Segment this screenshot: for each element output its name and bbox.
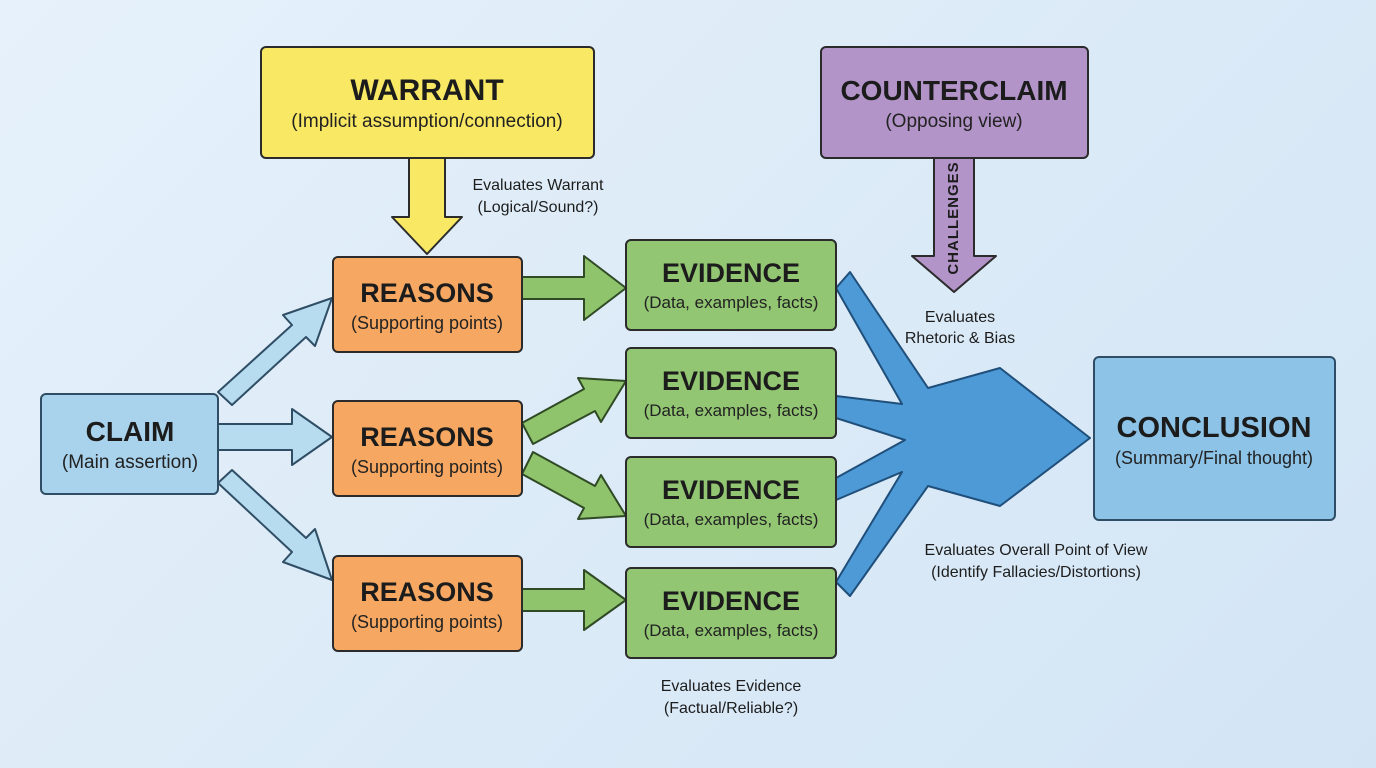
warrant-group: WARRANT (Implicit assumption/connection)	[260, 46, 595, 255]
claim-to-reasons-bottom-arrow	[217, 469, 333, 581]
annotation-evidence-eval: Evaluates Evidence (Factual/Reliable?)	[661, 678, 802, 717]
conclusion-box	[1093, 356, 1336, 521]
warrant-subtitle: (Implicit assumption/connection)	[291, 111, 562, 132]
reasons-node-2: REASONS (Supporting points)	[332, 400, 523, 497]
claim-to-reasons-top-arrow	[217, 297, 333, 406]
reasons1-to-evidence1-arrow	[521, 255, 627, 321]
warrant-down-arrow	[391, 157, 463, 255]
evidence-box	[625, 456, 837, 548]
reasons-node-3: REASONS (Supporting points)	[332, 555, 523, 652]
evidence-title: EVIDENCE	[662, 366, 800, 396]
reasons-subtitle: (Supporting points)	[351, 612, 503, 632]
annotation-line: Evaluates	[925, 309, 995, 326]
annotation-line: Evaluates Overall Point of View	[925, 542, 1148, 559]
claim-to-reasons-arrows	[217, 297, 333, 581]
reasons-to-evidence-arrows	[521, 255, 627, 631]
evidence-title: EVIDENCE	[662, 586, 800, 616]
annotation-line: Evaluates Evidence	[661, 678, 802, 695]
counterclaim-subtitle: (Opposing view)	[885, 111, 1022, 132]
evidence-subtitle: (Data, examples, facts)	[644, 621, 819, 640]
annotation-warrant-eval: Evaluates Warrant (Logical/Sound?)	[472, 177, 604, 216]
evidence-subtitle: (Data, examples, facts)	[644, 401, 819, 420]
evidence-title: EVIDENCE	[662, 258, 800, 288]
reasons2-to-evidence2-arrow	[521, 377, 627, 445]
conclusion-node: CONCLUSION (Summary/Final thought)	[1093, 356, 1336, 521]
reasons-box	[332, 555, 523, 652]
counterclaim-title: COUNTERCLAIM	[840, 75, 1067, 106]
challenges-down-arrow	[911, 157, 997, 293]
reasons-box	[332, 400, 523, 497]
evidence-node-1: EVIDENCE (Data, examples, facts)	[625, 239, 837, 331]
reasons2-to-evidence3-arrow	[521, 451, 627, 520]
annotation-rhetoric-eval: Evaluates Rhetoric & Bias	[905, 309, 1015, 347]
evidence-title: EVIDENCE	[662, 475, 800, 505]
annotation-overall-eval: Evaluates Overall Point of View (Identif…	[925, 542, 1148, 581]
evidence-node-3: EVIDENCE (Data, examples, facts)	[625, 456, 837, 548]
annotation-line: (Identify Fallacies/Distortions)	[931, 564, 1141, 581]
claim-box	[40, 393, 219, 495]
reasons3-to-evidence4-arrow	[521, 569, 627, 631]
reasons-title: REASONS	[360, 278, 494, 308]
annotation-line: (Factual/Reliable?)	[664, 700, 798, 717]
reasons-node-1: REASONS (Supporting points)	[332, 256, 523, 353]
claim-to-reasons-middle-arrow	[217, 408, 333, 466]
annotation-line: Evaluates Warrant	[472, 177, 604, 194]
evidence-subtitle: (Data, examples, facts)	[644, 293, 819, 312]
reasons-box	[332, 256, 523, 353]
warrant-title: WARRANT	[350, 74, 503, 107]
evidence-node-2: EVIDENCE (Data, examples, facts)	[625, 347, 837, 439]
evidence-node-4: EVIDENCE (Data, examples, facts)	[625, 567, 837, 659]
reasons-title: REASONS	[360, 577, 494, 607]
claim-subtitle: (Main assertion)	[62, 452, 198, 473]
annotation-line: (Logical/Sound?)	[478, 199, 599, 216]
conclusion-subtitle: (Summary/Final thought)	[1115, 448, 1313, 468]
counterclaim-group: COUNTERCLAIM (Opposing view) CHALLENGES	[820, 46, 1089, 293]
reasons-subtitle: (Supporting points)	[351, 313, 503, 333]
challenges-label: CHALLENGES	[945, 161, 962, 274]
reasons-title: REASONS	[360, 422, 494, 452]
reasons-subtitle: (Supporting points)	[351, 457, 503, 477]
evidence-box	[625, 567, 837, 659]
evidence-subtitle: (Data, examples, facts)	[644, 510, 819, 529]
evidence-box	[625, 239, 837, 331]
conclusion-title: CONCLUSION	[1117, 412, 1312, 444]
claim-title: CLAIM	[86, 416, 175, 447]
annotation-line: Rhetoric & Bias	[905, 330, 1015, 347]
evidence-box	[625, 347, 837, 439]
claim-node: CLAIM (Main assertion)	[40, 393, 219, 495]
